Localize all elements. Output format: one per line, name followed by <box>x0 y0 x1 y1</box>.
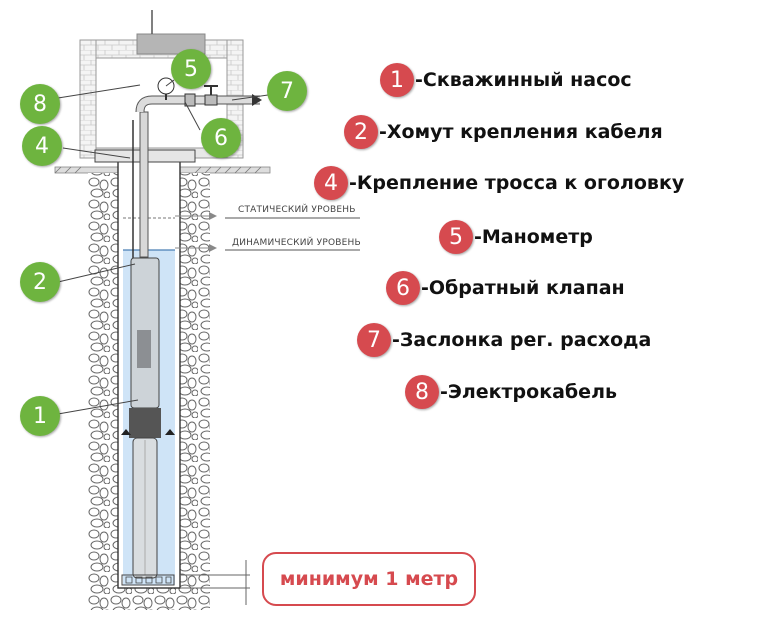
static-level-label: СТАТИЧЕСКИЙ УРОВЕНЬ <box>238 205 356 215</box>
legend-label: -Электрокабель <box>440 381 617 403</box>
legend-badge: 1 <box>380 63 414 97</box>
min-depth-dimension <box>180 560 250 605</box>
legend-badge: 6 <box>386 271 420 305</box>
outlet-piping <box>135 77 262 113</box>
legend-badge: 8 <box>405 375 439 409</box>
legend-item-5: 5 -Манометр <box>439 219 593 255</box>
min-depth-text: минимум 1 метр <box>279 568 459 590</box>
legend-item-1: 1 -Скважинный насос <box>380 62 632 98</box>
marker-8: 8 <box>20 84 60 124</box>
legend-item-6: 6 -Обратный клапан <box>386 270 625 306</box>
legend-badge: 4 <box>314 166 348 200</box>
marker-1-num: 1 <box>33 403 47 429</box>
legend-label: -Крепление тросса к оголовку <box>349 172 685 194</box>
legend-badge: 2 <box>344 115 378 149</box>
pump-assembly <box>121 111 175 586</box>
marker-6-num: 6 <box>214 125 228 151</box>
marker-4: 4 <box>22 126 62 166</box>
legend-label: -Скважинный насос <box>415 69 632 91</box>
legend-label: -Манометр <box>474 226 593 248</box>
gravel-backfill <box>88 173 210 610</box>
marker-2: 2 <box>20 262 60 302</box>
marker-6: 6 <box>201 118 241 158</box>
marker-5: 5 <box>171 49 211 89</box>
marker-5-num: 5 <box>184 56 198 82</box>
dynamic-level-label: ДИНАМИЧЕСКИЙ УРОВЕНЬ <box>232 238 361 248</box>
legend-item-7: 7 -Заслонка рег. расхода <box>357 322 651 358</box>
legend-label: -Заслонка рег. расхода <box>392 329 652 351</box>
legend-item-2: 2 -Хомут крепления кабеля <box>344 114 663 150</box>
marker-4-num: 4 <box>35 133 49 159</box>
marker-2-num: 2 <box>33 269 47 295</box>
legend-label: -Хомут крепления кабеля <box>379 121 663 143</box>
leader-lines <box>57 79 269 415</box>
marker-8-num: 8 <box>33 91 47 117</box>
marker-7: 7 <box>267 71 307 111</box>
legend-item-8: 8 -Электрокабель <box>405 374 617 410</box>
legend-badge: 5 <box>439 220 473 254</box>
legend-label: -Обратный клапан <box>421 277 625 299</box>
level-indicators <box>175 212 360 252</box>
marker-7-num: 7 <box>280 78 294 104</box>
legend-item-4: 4 -Крепление тросса к оголовку <box>314 165 684 201</box>
min-depth-callout: минимум 1 метр <box>262 552 476 606</box>
marker-1: 1 <box>20 396 60 436</box>
legend-badge: 7 <box>357 323 391 357</box>
